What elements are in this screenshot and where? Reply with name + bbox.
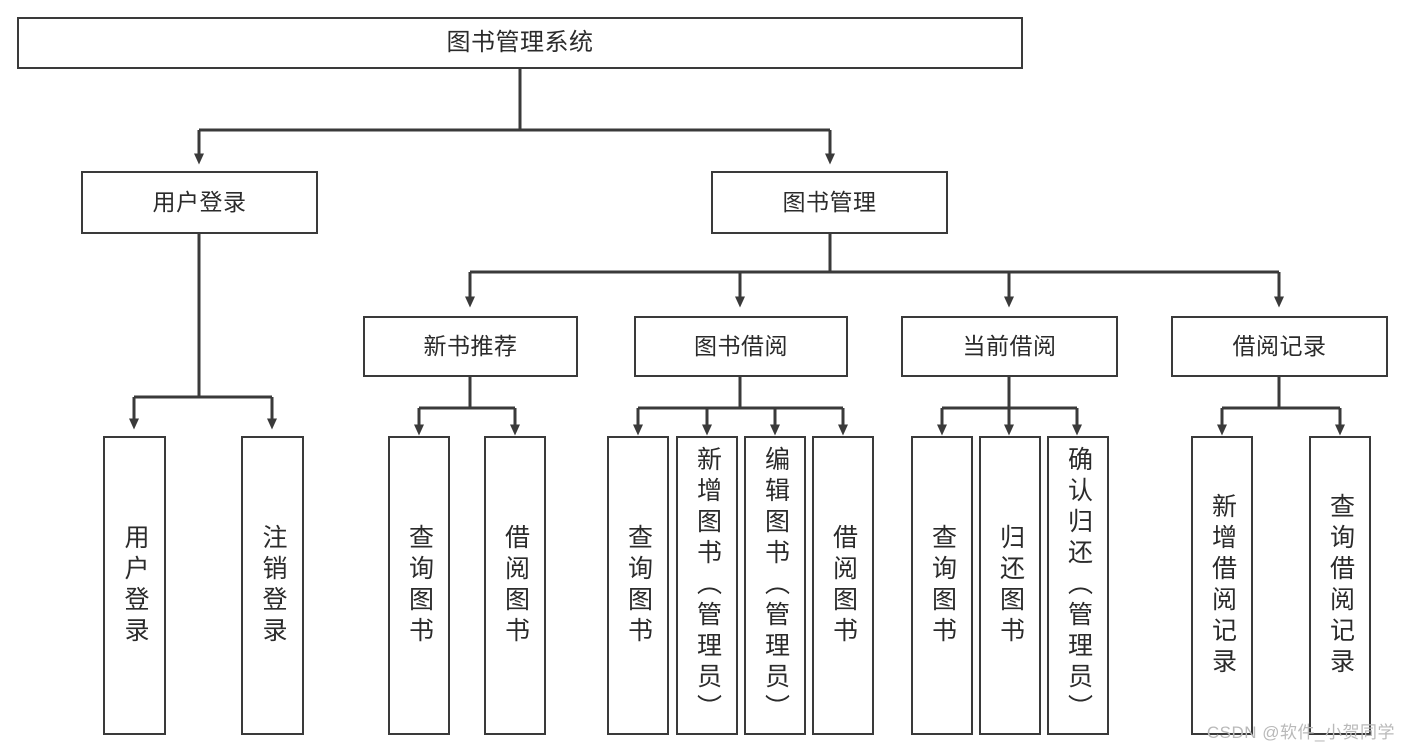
node-label: 用户登录 — [121, 523, 149, 648]
leaf-user-login[interactable]: 用户登录 — [103, 436, 166, 735]
leaf-query-book-borrow[interactable]: 查询图书 — [607, 436, 669, 735]
leaf-query-book-recommend[interactable]: 查询图书 — [388, 436, 450, 735]
node-label: 当前借阅 — [962, 332, 1057, 359]
node-label: 查询借阅记录 — [1326, 492, 1355, 679]
node-current-borrow[interactable]: 当前借阅 — [901, 316, 1118, 377]
leaf-query-borrow-record[interactable]: 查询借阅记录 — [1309, 436, 1371, 735]
csdn-watermark: CSDN @软件_小贺同学 — [1206, 723, 1395, 742]
leaf-return-book[interactable]: 归还图书 — [979, 436, 1041, 735]
node-new-book-recommend[interactable]: 新书推荐 — [363, 316, 578, 377]
leaf-confirm-return-admin[interactable]: 确认归还（管理员） — [1047, 436, 1109, 735]
node-book-management[interactable]: 图书管理 — [711, 171, 948, 234]
leaf-add-book-admin[interactable]: 新增图书（管理员） — [676, 436, 738, 735]
node-label: 查询图书 — [928, 523, 957, 648]
leaf-logout-login[interactable]: 注销登录 — [241, 436, 304, 735]
node-label: 查询图书 — [624, 523, 653, 648]
leaf-query-book-current[interactable]: 查询图书 — [911, 436, 973, 735]
leaf-add-borrow-record[interactable]: 新增借阅记录 — [1191, 436, 1253, 735]
node-label: 图书借阅 — [694, 332, 788, 359]
leaf-borrow-book-recommend[interactable]: 借阅图书 — [484, 436, 546, 735]
node-label: 新增图书（管理员） — [693, 446, 722, 725]
node-label: 注销登录 — [259, 523, 287, 648]
node-label: 图书管理 — [782, 188, 877, 215]
node-borrow-record[interactable]: 借阅记录 — [1171, 316, 1388, 377]
leaf-edit-book-admin[interactable]: 编辑图书（管理员） — [744, 436, 806, 735]
node-label: 借阅图书 — [501, 523, 530, 648]
node-user-login[interactable]: 用户登录 — [81, 171, 318, 234]
node-label: 新书推荐 — [423, 332, 518, 359]
node-label: 编辑图书（管理员） — [761, 446, 790, 725]
node-label: 新增借阅记录 — [1208, 492, 1237, 679]
node-book-borrow[interactable]: 图书借阅 — [634, 316, 848, 377]
node-label: 用户登录 — [152, 188, 247, 215]
node-label: 借阅图书 — [829, 523, 858, 648]
leaf-borrow-book[interactable]: 借阅图书 — [812, 436, 874, 735]
node-label: 借阅记录 — [1232, 332, 1327, 359]
node-root-system[interactable]: 图书管理系统 — [17, 17, 1023, 69]
node-label: 确认归还（管理员） — [1064, 446, 1093, 725]
node-label: 查询图书 — [405, 523, 434, 648]
node-label: 图书管理系统 — [446, 28, 594, 56]
node-label: 归还图书 — [996, 523, 1025, 648]
